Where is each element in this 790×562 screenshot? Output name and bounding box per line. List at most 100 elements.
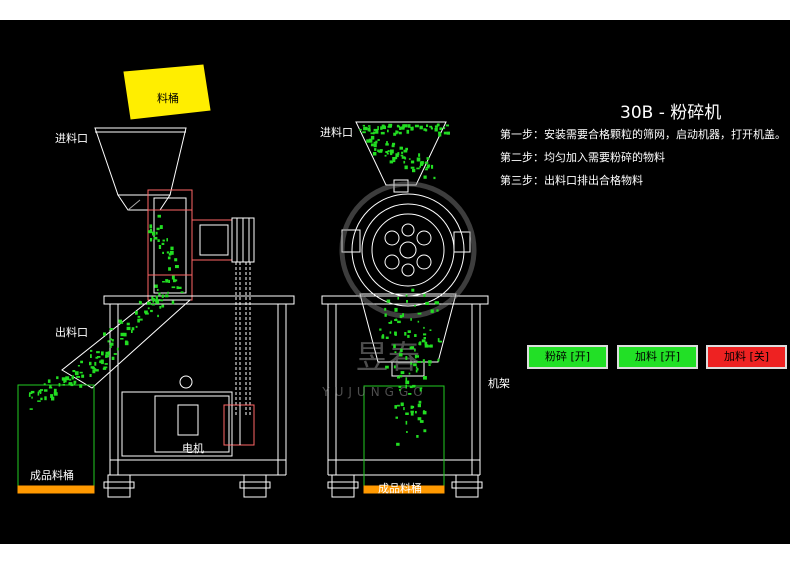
particle <box>416 368 419 371</box>
particle <box>30 390 35 394</box>
particle <box>95 369 99 372</box>
left-machine <box>17 64 295 498</box>
particle <box>120 338 124 340</box>
particle <box>392 142 396 146</box>
particle <box>396 124 400 128</box>
particle <box>368 138 373 143</box>
particle <box>434 301 438 304</box>
particle <box>419 341 422 346</box>
particle <box>415 355 419 358</box>
particle <box>385 365 389 369</box>
particle <box>378 150 383 153</box>
particle <box>77 365 80 367</box>
particle <box>158 292 161 296</box>
particle <box>423 333 427 336</box>
particle <box>173 279 176 283</box>
particle <box>362 131 366 134</box>
particle <box>68 383 73 386</box>
watermark-latin: YUJUNGGO <box>321 385 427 399</box>
particle <box>149 228 152 231</box>
particle <box>424 344 429 348</box>
particle <box>151 296 154 301</box>
particle <box>103 366 108 369</box>
particle <box>103 332 106 336</box>
particle <box>375 140 378 144</box>
particle <box>434 125 438 128</box>
particle <box>386 299 391 303</box>
particle <box>384 313 387 317</box>
particle <box>418 400 422 404</box>
particle <box>53 388 57 393</box>
particle <box>399 314 403 319</box>
particle <box>40 389 44 391</box>
particle <box>416 435 419 438</box>
outlet-label: 出料口 <box>55 326 88 339</box>
particle <box>428 364 431 366</box>
particle <box>386 153 389 155</box>
particle <box>430 309 434 313</box>
particle <box>426 164 431 168</box>
particle <box>424 341 428 346</box>
particle <box>398 386 402 388</box>
particle <box>89 361 92 366</box>
particle <box>92 366 95 370</box>
particle <box>180 291 184 293</box>
particle <box>389 331 392 334</box>
particle <box>104 363 108 365</box>
particle <box>398 353 403 357</box>
particle <box>405 377 408 382</box>
feed-on-button[interactable]: 加料 [开] <box>617 345 698 369</box>
particle <box>167 256 171 260</box>
particle <box>405 147 408 151</box>
particle <box>109 328 114 331</box>
particle <box>362 124 365 127</box>
particle <box>406 300 408 303</box>
material-particles <box>28 123 450 446</box>
particle <box>95 356 99 359</box>
particle <box>80 360 83 364</box>
particle <box>423 337 426 340</box>
particle <box>392 159 396 163</box>
particle <box>113 353 117 355</box>
particle <box>397 376 400 379</box>
particle <box>147 307 150 310</box>
particle <box>433 176 436 180</box>
particle <box>385 151 389 153</box>
particle <box>394 331 397 336</box>
particle <box>410 410 414 413</box>
particle <box>423 293 426 297</box>
particle <box>372 152 377 156</box>
particle <box>439 127 443 130</box>
particle <box>126 322 130 326</box>
particle <box>438 131 441 134</box>
particle <box>430 127 433 130</box>
particle <box>396 442 400 446</box>
particle <box>72 370 76 373</box>
feed-off-button[interactable]: 加料 [关] <box>706 345 787 369</box>
particle <box>401 156 406 159</box>
particle <box>380 126 383 130</box>
right-table-top <box>321 295 489 305</box>
particle <box>152 300 155 303</box>
particle <box>443 131 447 135</box>
particle <box>162 239 165 242</box>
particle <box>404 332 407 336</box>
particle <box>166 238 168 242</box>
particle <box>409 386 413 389</box>
particle <box>382 125 386 128</box>
particle <box>429 329 432 331</box>
particle <box>29 392 33 394</box>
particle <box>410 318 412 321</box>
particle <box>64 379 67 383</box>
particle <box>126 326 131 331</box>
particle <box>443 127 446 130</box>
particle <box>162 251 164 254</box>
particle <box>379 328 382 331</box>
particle <box>419 387 422 392</box>
particle <box>445 124 449 127</box>
particle <box>423 175 427 179</box>
crush-on-button[interactable]: 粉碎 [开] <box>527 345 608 369</box>
particle <box>385 143 389 146</box>
particle <box>423 376 427 380</box>
particle <box>65 376 70 381</box>
